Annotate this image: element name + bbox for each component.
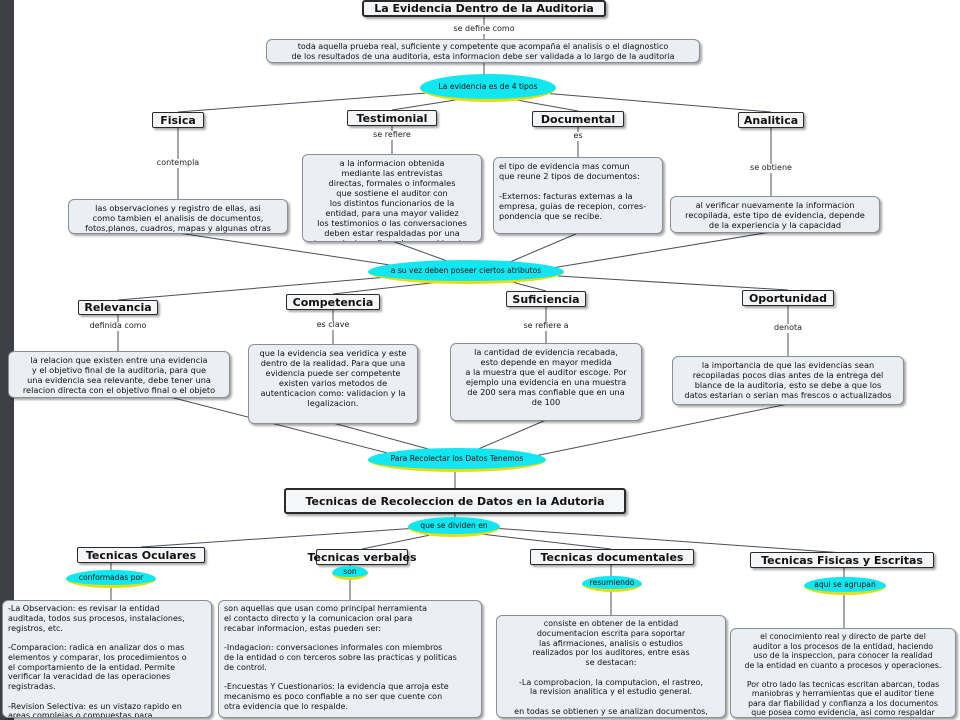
link-label-definida-como: definida como (87, 321, 149, 331)
technique-documentales: Tecnicas documentales (530, 549, 694, 565)
attribute-relevancia: Relevancia (78, 300, 158, 315)
link-label-se-refiere: se refiere (371, 130, 413, 140)
text-relevancia: la relacion que existen entre una eviden… (8, 351, 230, 398)
link-label-contempla: contempla (154, 158, 202, 168)
link-label-se-obtiene: se obtiene (748, 163, 794, 173)
attribute-competencia: Competencia (286, 294, 380, 310)
category-fisica: Fisica (152, 112, 204, 128)
pill-son: son (332, 566, 368, 580)
link-label-define: se define como (451, 24, 517, 34)
technique-verbales: Tecnicas verbales (307, 549, 417, 565)
text-analitica: al verificar nuevamente la informacion r… (670, 196, 880, 233)
technique-oculares: Tecnicas Oculares (77, 547, 205, 563)
hub-collect-data: Para Recolectar los Datos Tenemos (368, 448, 546, 472)
pill-resumiendo: resumiendo (582, 576, 642, 592)
main-title: La Evidencia Dentro de la Auditoria (362, 0, 606, 17)
text-documental: el tipo de evidencia mas comun que reune… (493, 157, 663, 234)
window-frame-edge (0, 0, 14, 720)
category-testimonial: Testimonial (347, 110, 437, 126)
attribute-oportunidad: Oportunidad (742, 290, 834, 306)
hub-evidence-types: La evidencia es de 4 tipos (420, 74, 556, 102)
text-suficiencia: la cantidad de evidencia recabada, esto … (450, 343, 642, 421)
text-verbales: son aquellas que usan como principal her… (218, 600, 482, 718)
definition-box: toda aquella prueba real, suficiente y c… (266, 39, 700, 63)
text-fisica: las observaciones y registro de ellas, a… (68, 199, 288, 234)
text-testimonial: a la informacion obtenida mediante las e… (302, 154, 482, 242)
text-fisicas-escritas: el conocimiento real y directo de parte … (730, 628, 956, 718)
link-label-es: es (571, 131, 585, 141)
attribute-suficiencia: Suficiencia (506, 291, 586, 307)
link-label-se-refiere-a: se refiere a (521, 321, 571, 331)
pill-conformadas-por: conformadas por (66, 570, 156, 588)
link-label-es-clave: es clave (314, 320, 352, 330)
pill-aqui-se-agrupan: aqui se agrupan (804, 577, 886, 595)
category-documental: Documental (532, 111, 624, 127)
text-oportunidad: la importancia de que las evidencias sea… (672, 356, 904, 405)
link-label-denota: denota (771, 323, 805, 333)
techniques-title: Tecnicas de Recoleccion de Datos en la A… (284, 488, 626, 514)
text-documentales: consiste en obtener de la entidad docume… (496, 615, 726, 718)
text-oculares: -La Observacion: es revisar la entidad a… (2, 600, 212, 718)
hub-divided-into: que se dividen en (408, 517, 500, 537)
hub-attributes: a su vez deben poseer ciertos atributos (368, 260, 564, 284)
category-analitica: Analitica (738, 112, 804, 128)
technique-fisicas-escritas: Tecnicas Fisicas y Escritas (750, 552, 934, 568)
text-competencia: que la evidencia sea veridica y este den… (248, 344, 418, 424)
